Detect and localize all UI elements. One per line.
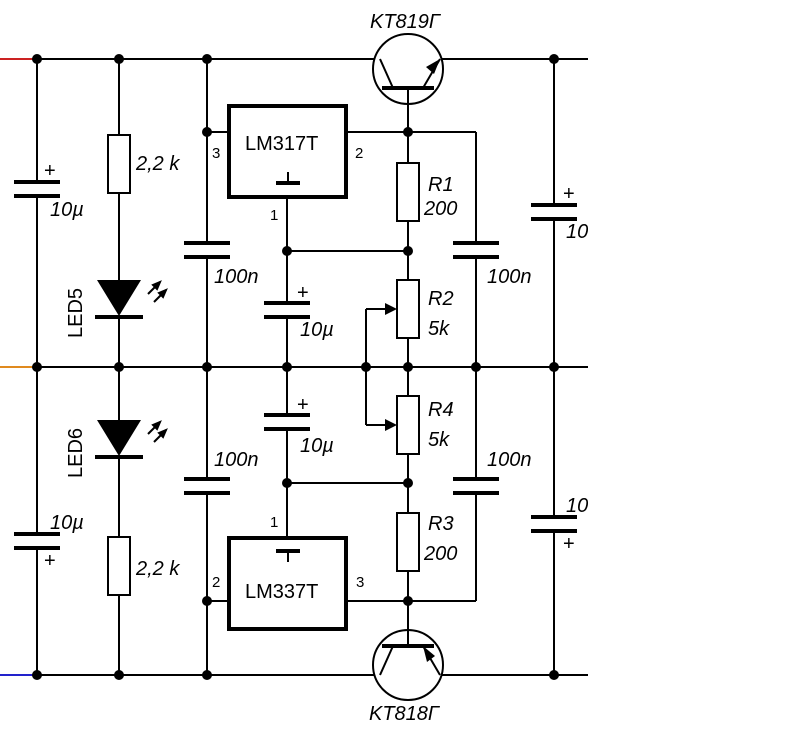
led-column bbox=[95, 59, 168, 675]
lm317t-label: LM317T bbox=[245, 133, 318, 155]
r4-name: R4 bbox=[428, 399, 454, 421]
led6-icon bbox=[97, 420, 141, 456]
r3-name: R3 bbox=[428, 513, 454, 535]
kt819-label: KT819Г bbox=[370, 11, 442, 33]
cap-left-upper-label: 10µ bbox=[50, 199, 84, 221]
lm337t-pin-out: 2 bbox=[212, 574, 220, 591]
r3-value: 200 bbox=[423, 543, 457, 565]
r1-value: 200 bbox=[423, 198, 457, 220]
junction-dots bbox=[32, 54, 559, 680]
cap-adj-upper-label: 10µ bbox=[300, 319, 334, 341]
cap-edge-lower-label: 10 bbox=[566, 495, 588, 517]
r4-value: 5k bbox=[428, 429, 450, 451]
r1-name: R1 bbox=[428, 174, 454, 196]
kt818-transistor-icon bbox=[372, 629, 444, 701]
cap-left-lower-label: 10µ bbox=[50, 512, 84, 534]
led5-icon bbox=[97, 280, 141, 316]
divider-column bbox=[346, 100, 476, 634]
lm317t-pin-out: 2 bbox=[355, 145, 363, 162]
polarity-mark: + bbox=[297, 282, 309, 304]
cap-adj-lower-label: 10µ bbox=[300, 435, 334, 457]
cap-right-lower-label: 100n bbox=[487, 449, 532, 471]
led6-label: LED6 bbox=[65, 428, 87, 478]
led5-resistor-label: 2,2 k bbox=[135, 153, 180, 175]
led6-resistor-label: 2,2 k bbox=[135, 558, 180, 580]
polarity-mark: + bbox=[563, 183, 575, 205]
polarity-mark: + bbox=[297, 394, 309, 416]
lm337t-pin-adj: 1 bbox=[270, 514, 278, 531]
polarity-mark: + bbox=[563, 533, 575, 555]
right-margin bbox=[588, 0, 800, 741]
polarity-mark: + bbox=[44, 160, 56, 182]
input-cap-column bbox=[184, 59, 230, 675]
cap-right-upper-label: 100n bbox=[487, 266, 532, 288]
cap-100n-upper-label: 100n bbox=[214, 266, 259, 288]
lm317t-pin-adj: 1 bbox=[270, 207, 278, 224]
kt818-label: KT818Г bbox=[369, 703, 441, 725]
r2-value: 5k bbox=[428, 318, 450, 340]
kt819-transistor-icon bbox=[372, 33, 444, 105]
lm337t-label: LM337T bbox=[245, 581, 318, 603]
cap-100n-lower-label: 100n bbox=[214, 449, 259, 471]
output-cap-column bbox=[453, 132, 499, 601]
r2-name: R2 bbox=[428, 288, 454, 310]
led5-label: LED5 bbox=[65, 288, 87, 338]
lm317t-pin-in: 3 bbox=[212, 145, 220, 162]
cap-edge-upper-label: 10 bbox=[566, 221, 588, 243]
lm337t-pin-in: 3 bbox=[356, 574, 364, 591]
polarity-mark: + bbox=[44, 550, 56, 572]
